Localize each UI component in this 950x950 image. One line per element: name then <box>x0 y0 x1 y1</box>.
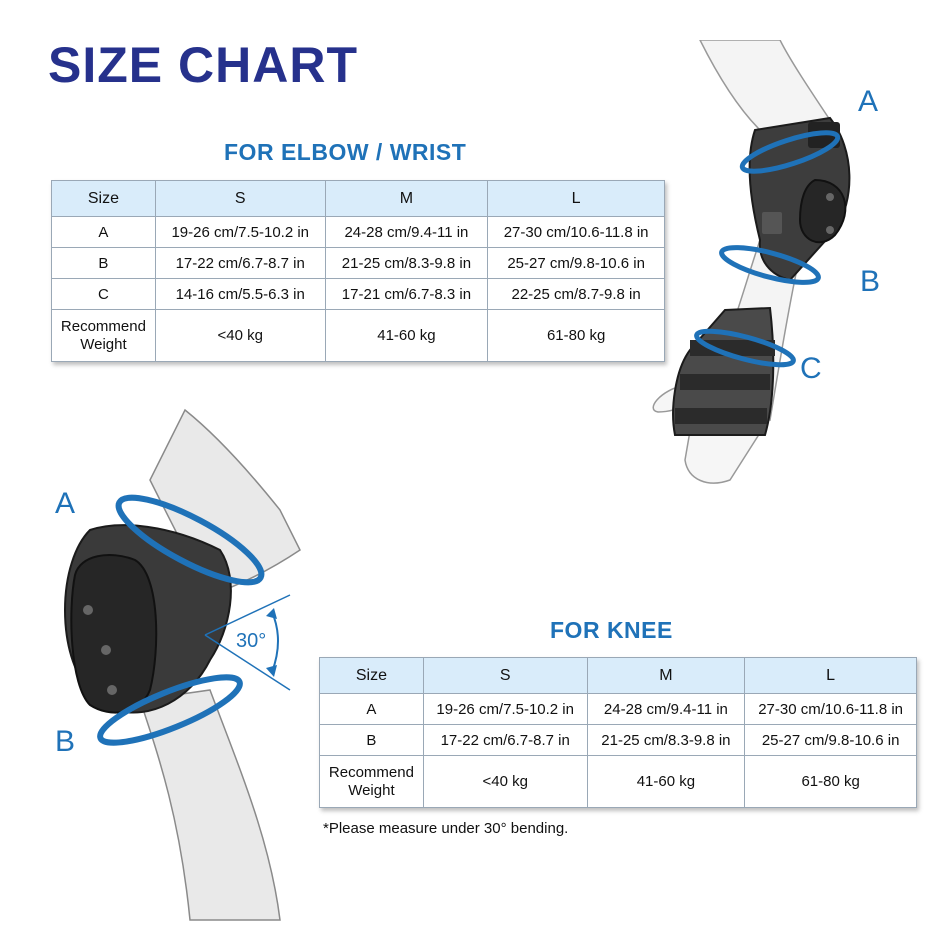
header-l: L <box>744 657 917 694</box>
upper-arm-sketch <box>699 40 832 131</box>
rivet-icon <box>107 685 117 695</box>
knee-cap-icon <box>70 554 158 714</box>
row-label: B <box>319 724 424 756</box>
table-cell: 27-30 cm/10.6-11.8 in <box>487 216 665 248</box>
knee-label-b: B <box>55 725 76 758</box>
rivet-icon <box>826 193 834 201</box>
table-cell: <40 kg <box>422 755 588 808</box>
measure-ring-a-icon <box>115 494 265 586</box>
table-row: Recommend Weight <40 kg 41-60 kg 61-80 k… <box>51 309 665 362</box>
table-cell: 25-27 cm/9.8-10.6 in <box>744 724 917 756</box>
table-cell: <40 kg <box>154 309 326 362</box>
arrow-head-icon <box>266 665 277 677</box>
table-cell: 61-80 kg <box>487 309 665 362</box>
arm-label-b: B <box>860 265 881 298</box>
table-row: B 17-22 cm/6.7-8.7 in 21-25 cm/8.3-9.8 i… <box>319 724 917 756</box>
table-cell: 21-25 cm/8.3-9.8 in <box>324 247 489 279</box>
weight-label-line2: Weight <box>80 335 127 353</box>
angle-line-icon <box>204 594 291 636</box>
rivet-icon <box>826 226 834 234</box>
weight-label-line1: Recommend <box>60 317 146 335</box>
header-s: S <box>154 180 326 217</box>
rivet-icon <box>83 605 93 615</box>
wrist-strap-icon <box>675 408 767 424</box>
table-cell: 25-27 cm/9.8-10.6 in <box>487 247 665 279</box>
table-cell: 19-26 cm/7.5-10.2 in <box>154 216 326 248</box>
elbow-wrist-size-table: Size S M L A 19-26 cm/7.5-10.2 in 24-28 … <box>51 180 665 362</box>
table-cell: 24-28 cm/9.4-11 in <box>586 693 746 725</box>
table-cell: 24-28 cm/9.4-11 in <box>324 216 489 248</box>
page-title: SIZE CHART <box>48 37 358 93</box>
angle-arc-icon <box>271 611 279 673</box>
table-header-row: Size S M L <box>51 180 665 217</box>
table-cell: 41-60 kg <box>324 309 489 362</box>
row-label: A <box>51 216 156 248</box>
table-row: A 19-26 cm/7.5-10.2 in 24-28 cm/9.4-11 i… <box>51 216 665 248</box>
weight-label-line1: Recommend <box>328 763 414 781</box>
measure-ring-b-icon <box>97 674 243 746</box>
arm-label-c: C <box>800 352 822 385</box>
measurement-note: *Please measure under 30° bending. <box>323 820 569 837</box>
measure-ring-b-icon <box>719 245 821 285</box>
table-cell: 14-16 cm/5.5-6.3 in <box>154 278 326 310</box>
row-label: A <box>319 693 424 725</box>
knee-illustration <box>63 408 301 921</box>
header-l: L <box>487 180 665 217</box>
rivet-icon <box>101 645 111 655</box>
table-cell: 19-26 cm/7.5-10.2 in <box>422 693 588 725</box>
elbow-wrist-heading: FOR ELBOW / WRIST <box>224 139 467 165</box>
arrow-head-icon <box>266 608 277 619</box>
header-size: Size <box>51 180 156 217</box>
elbow-strap-icon <box>762 212 782 234</box>
shin-sketch <box>139 689 281 921</box>
row-label: C <box>51 278 156 310</box>
table-header-row: Size S M L <box>319 657 917 694</box>
wrist-strap-icon <box>690 340 775 356</box>
header-m: M <box>586 657 746 694</box>
elbow-cap-icon <box>798 178 847 244</box>
table-row: Recommend Weight <40 kg 41-60 kg 61-80 k… <box>319 755 917 808</box>
table-cell: 27-30 cm/10.6-11.8 in <box>744 693 917 725</box>
arm-illustration <box>652 40 851 484</box>
knee-size-table: Size S M L A 19-26 cm/7.5-10.2 in 24-28 … <box>319 657 917 808</box>
table-cell: 61-80 kg <box>744 755 917 808</box>
angle-line-icon <box>204 634 291 691</box>
knee-heading: FOR KNEE <box>550 617 673 643</box>
row-label-weight: Recommend Weight <box>319 755 424 808</box>
knee-angle-label: 30° <box>236 630 267 652</box>
table-cell: 22-25 cm/8.7-9.8 in <box>487 278 665 310</box>
table-row: C 14-16 cm/5.5-6.3 in 17-21 cm/6.7-8.3 i… <box>51 278 665 310</box>
header-size: Size <box>319 657 424 694</box>
row-label: B <box>51 247 156 279</box>
row-label-weight: Recommend Weight <box>51 309 156 362</box>
knee-label-a: A <box>55 487 76 520</box>
table-cell: 17-22 cm/6.7-8.7 in <box>154 247 326 279</box>
measure-ring-c-icon <box>694 328 796 368</box>
weight-label-line2: Weight <box>348 781 395 799</box>
arm-label-a: A <box>858 85 879 118</box>
table-cell: 41-60 kg <box>586 755 746 808</box>
measure-ring-a-icon <box>739 130 841 174</box>
table-cell: 17-21 cm/6.7-8.3 in <box>324 278 489 310</box>
header-s: S <box>422 657 588 694</box>
table-cell: 21-25 cm/8.3-9.8 in <box>586 724 746 756</box>
table-cell: 17-22 cm/6.7-8.7 in <box>422 724 588 756</box>
wrist-strap-icon <box>680 374 770 390</box>
table-row: B 17-22 cm/6.7-8.7 in 21-25 cm/8.3-9.8 i… <box>51 247 665 279</box>
table-row: A 19-26 cm/7.5-10.2 in 24-28 cm/9.4-11 i… <box>319 693 917 725</box>
header-m: M <box>324 180 489 217</box>
